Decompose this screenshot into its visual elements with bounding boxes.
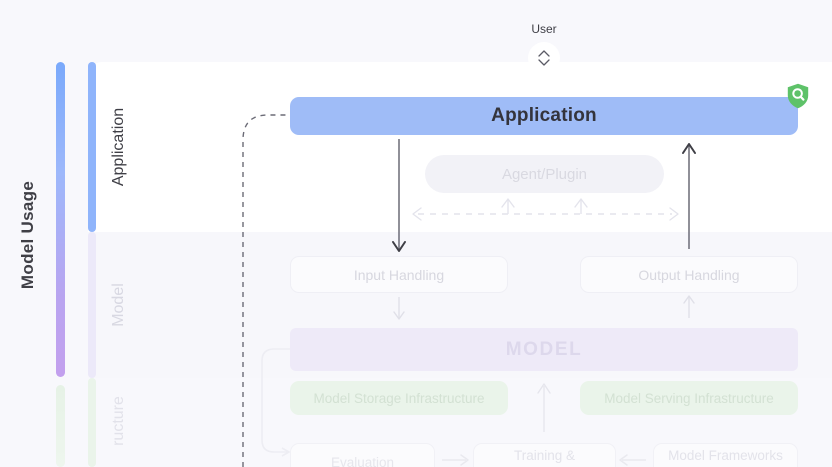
infrastructure-spine (56, 385, 65, 467)
node-model[interactable]: MODEL (290, 328, 798, 371)
node-training[interactable]: Training & (473, 443, 616, 467)
section-application-label: Application (110, 107, 127, 187)
node-agent-plugin[interactable]: Agent/Plugin (425, 155, 664, 193)
user-node: User (512, 22, 576, 122)
node-output-handling-label: Output Handling (638, 266, 740, 283)
node-model-frameworks-label: Model Frameworks (668, 448, 783, 463)
section-model-label: Model (110, 283, 128, 327)
node-model-frameworks[interactable]: Model Frameworks (653, 443, 798, 467)
node-model-serving-infrastructure[interactable]: Model Serving Infrastructure (580, 381, 798, 415)
axis-label-text: Model Usage (18, 180, 37, 290)
shield-search-icon (787, 83, 809, 109)
node-output-handling[interactable]: Output Handling (580, 256, 798, 293)
chevron-up-down-icon (538, 50, 550, 66)
user-badge (528, 42, 560, 74)
node-application[interactable]: Application (290, 97, 798, 135)
node-model-storage-label: Model Storage Infrastructure (313, 390, 485, 406)
node-input-handling[interactable]: Input Handling (290, 256, 508, 293)
node-agent-plugin-label: Agent/Plugin (501, 165, 588, 183)
axis-label-model-usage: Model Usage (8, 140, 48, 330)
user-label: User (531, 22, 557, 36)
section-model-spine (88, 232, 96, 378)
node-evaluation[interactable]: Evaluation (290, 443, 435, 467)
shield-search-badge[interactable] (786, 83, 810, 109)
node-model-storage-infrastructure[interactable]: Model Storage Infrastructure (290, 381, 508, 415)
node-application-label: Application (491, 105, 597, 126)
node-training-label: Training & (513, 448, 576, 463)
section-infrastructure-label: ructure (110, 396, 128, 446)
section-application-spine (88, 62, 96, 232)
section-application: Application (88, 62, 832, 232)
node-input-handling-label: Input Handling (353, 266, 445, 283)
section-infrastructure-spine (88, 378, 96, 467)
node-evaluation-label: Evaluation (330, 455, 395, 467)
node-model-label: MODEL (505, 338, 583, 360)
model-usage-spine (56, 62, 65, 377)
node-model-serving-label: Model Serving Infrastructure (604, 390, 774, 406)
